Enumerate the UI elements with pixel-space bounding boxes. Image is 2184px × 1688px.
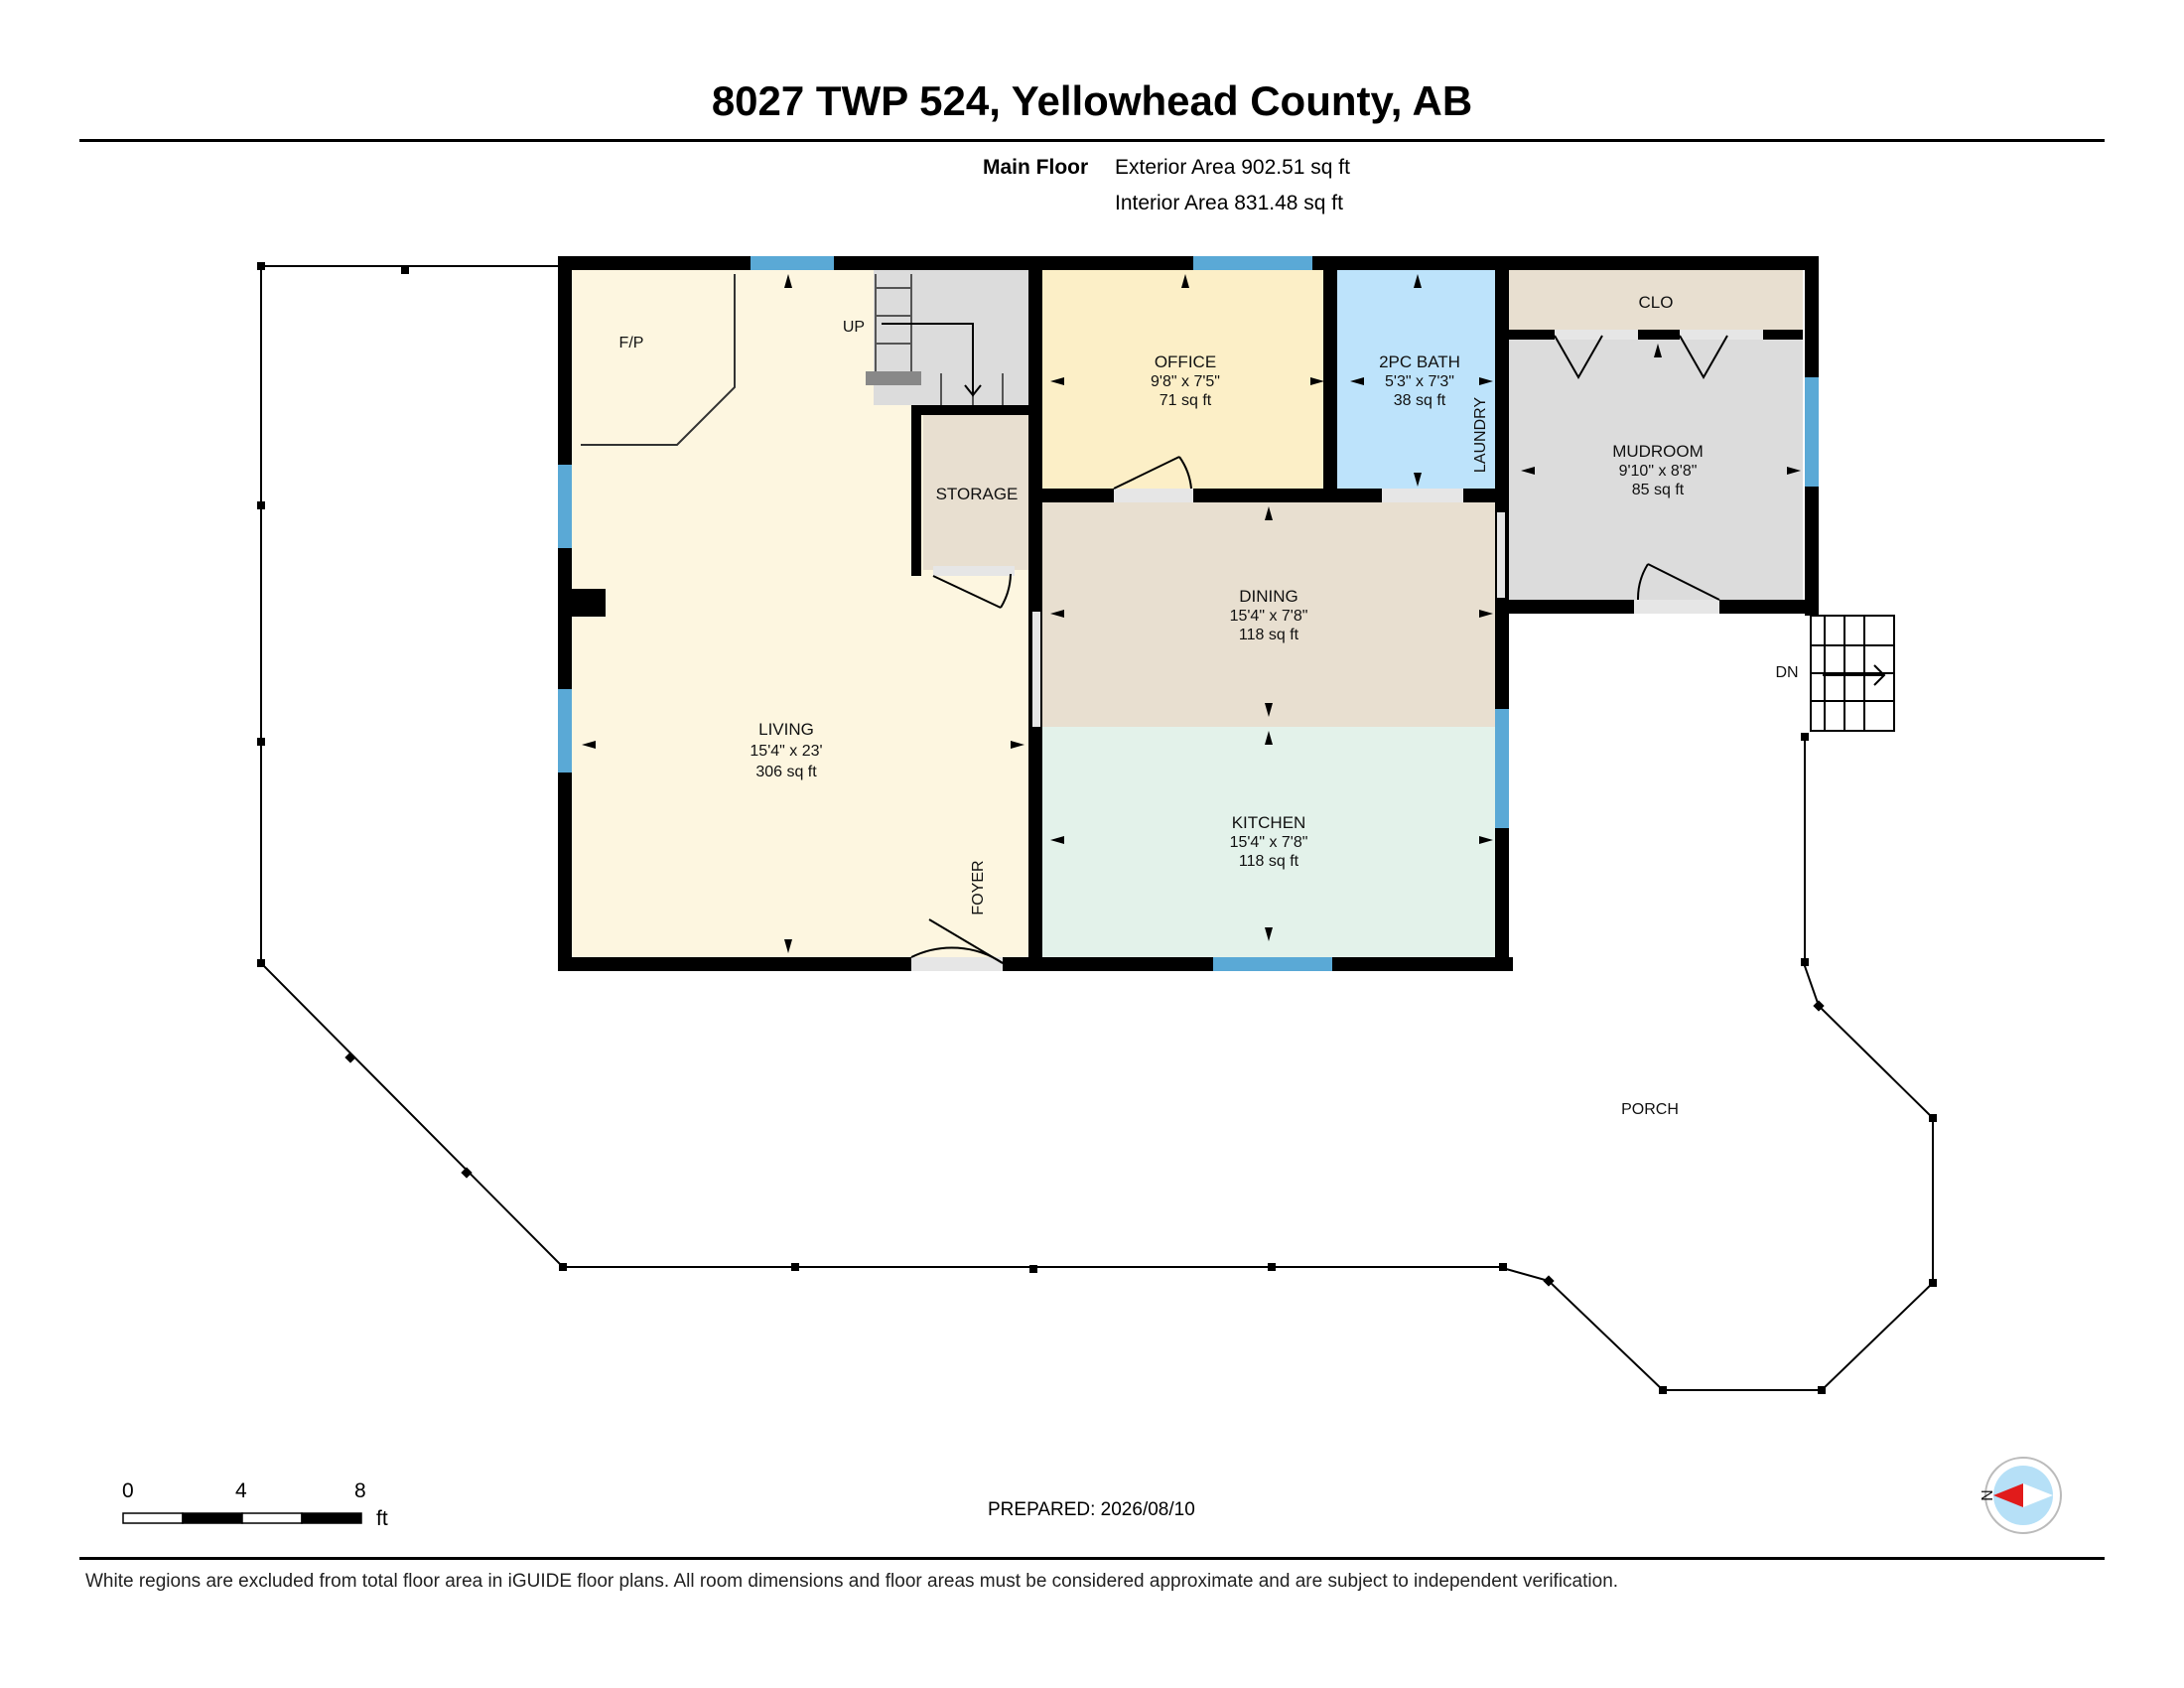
kitchen-name: KITCHEN [1232, 813, 1306, 832]
kitchen-area: 118 sq ft [1239, 853, 1299, 870]
foyer-label: FOYER [970, 860, 987, 914]
bath-name: 2PC BATH [1379, 352, 1460, 371]
footer-disclaimer: White regions are excluded from total fl… [85, 1571, 1619, 1592]
room-dining [1037, 496, 1497, 727]
stairs-down [1810, 615, 1895, 732]
room-kitchen [1037, 727, 1497, 961]
stair-landing [866, 371, 921, 385]
compass-north-label: N [1978, 1489, 1994, 1501]
room-closet [1509, 268, 1803, 332]
prepared-date: PREPARED: 2026/08/10 [988, 1499, 1195, 1520]
living-dims: 15'4" x 23' [750, 743, 822, 760]
stairs-up-label: UP [843, 319, 865, 336]
dimension-markers [582, 274, 1801, 953]
compass-needle-icon [1993, 1483, 2023, 1507]
page-title: 8027 TWP 524, Yellowhead County, AB [711, 77, 1473, 124]
doors [910, 330, 1763, 971]
porch-posts [257, 262, 1937, 1394]
storage-name: STORAGE [936, 485, 1019, 503]
mudroom-name: MUDROOM [1612, 442, 1704, 461]
bath-dims: 5'3" x 7'3" [1385, 373, 1454, 390]
dining-area: 118 sq ft [1239, 627, 1299, 643]
room-office [1037, 268, 1327, 491]
windows [558, 256, 1819, 971]
living-area: 306 sq ft [755, 764, 817, 780]
stairs-down-label: DN [1775, 664, 1798, 681]
stairs-up [875, 274, 1004, 405]
scale-tick-4: 4 [235, 1479, 247, 1502]
closet-name: CLO [1639, 293, 1674, 312]
laundry-label: LAUNDRY [1472, 397, 1489, 474]
floor-name: Main Floor [983, 156, 1089, 179]
scale-bar [122, 1512, 362, 1524]
scale-tick-8: 8 [354, 1479, 366, 1502]
office-name: OFFICE [1155, 352, 1216, 371]
room-storage [923, 411, 1030, 570]
mudroom-area: 85 sq ft [1632, 482, 1685, 498]
scale-tick-0: 0 [122, 1479, 134, 1502]
kitchen-dims: 15'4" x 7'8" [1230, 834, 1308, 851]
bath-area: 38 sq ft [1394, 392, 1446, 409]
title-divider [79, 139, 2105, 142]
office-area: 71 sq ft [1160, 392, 1212, 409]
mudroom-dims: 9'10" x 8'8" [1619, 463, 1698, 480]
fireplace-outline [581, 274, 736, 446]
compass: N [1978, 1457, 2062, 1534]
exterior-area: Exterior Area 902.51 sq ft [1115, 156, 1350, 179]
dining-name: DINING [1239, 587, 1298, 606]
living-name: LIVING [758, 720, 814, 739]
porch-label: PORCH [1621, 1101, 1679, 1118]
office-dims: 9'8" x 7'5" [1151, 373, 1220, 390]
room-mudroom [1509, 336, 1803, 604]
dining-dims: 15'4" x 7'8" [1230, 608, 1308, 625]
fireplace-label: F/P [619, 335, 644, 352]
footer-divider [79, 1557, 2105, 1560]
scale-unit: ft [376, 1507, 388, 1530]
interior-area: Interior Area 831.48 sq ft [1115, 192, 1343, 214]
